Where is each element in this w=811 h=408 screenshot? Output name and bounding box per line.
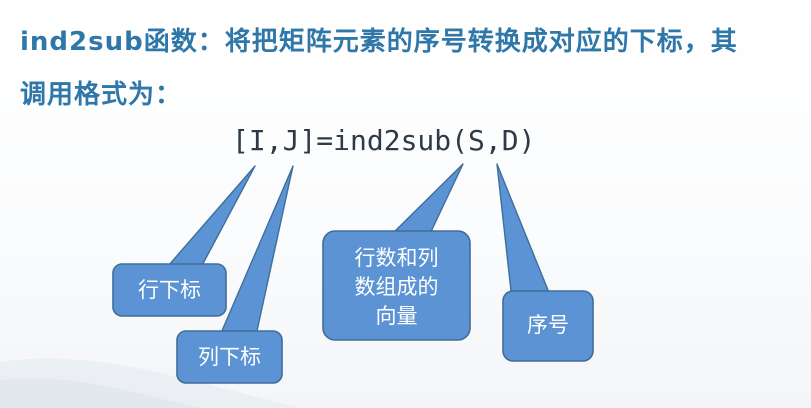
- callout-box-col-index: [176, 330, 283, 384]
- callout-tail-col-index: [217, 165, 294, 341]
- callout-tail-row-index: [161, 165, 256, 274]
- callout-label-dims-line-1: 行数和列: [354, 246, 439, 270]
- callout-box-row-index: [112, 263, 227, 317]
- callout-label-row-index: 行下标: [138, 278, 201, 302]
- callout-label-serial: 序号: [527, 313, 569, 337]
- callout-tail-serial: [496, 163, 553, 301]
- callout-label-dims: 行数和列 数组成的 向量: [323, 244, 470, 331]
- callout-box-dims: [322, 230, 471, 341]
- callout-label-col-index: 列下标: [198, 345, 261, 369]
- callout-label-dims-line-3: 向量: [375, 304, 418, 328]
- callout-label-dims-line-2: 数组成的: [354, 275, 439, 299]
- heading-line-1: ind2sub函数：将把矩阵元素的序号转换成对应的下标，其: [20, 27, 738, 57]
- heading-line-2: 调用格式为：: [20, 80, 183, 110]
- formula: [I,J]=ind2sub(S,D): [232, 124, 536, 157]
- callout-tail-dims: [387, 163, 464, 239]
- callout-box-serial: [502, 290, 594, 362]
